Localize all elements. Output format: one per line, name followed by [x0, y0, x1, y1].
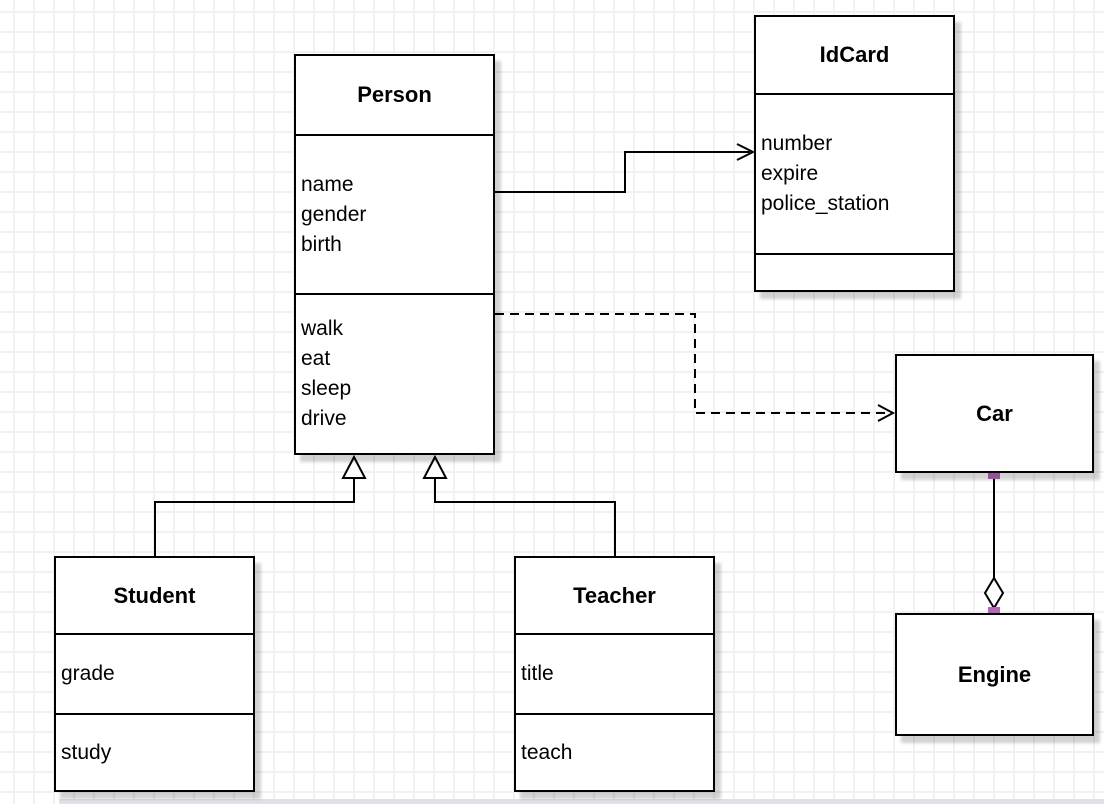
attributes-compartment: title: [516, 633, 713, 713]
methods-compartment: study: [56, 713, 253, 790]
attribute: expire: [761, 162, 819, 185]
method: walk: [301, 317, 344, 340]
attribute: title: [521, 662, 554, 685]
method: sleep: [301, 377, 352, 400]
open-arrowhead-icon: [736, 143, 756, 161]
edge-person-idcard[interactable]: [495, 143, 756, 193]
attribute: grade: [61, 662, 115, 685]
class-title: Teacher: [573, 582, 656, 608]
edge-teacher-person[interactable]: [422, 454, 616, 556]
edge-person-car[interactable]: [495, 313, 896, 422]
class-person[interactable]: Person name gender birth walk eat sleep …: [294, 54, 495, 455]
attribute: gender: [301, 202, 367, 226]
method: teach: [521, 740, 573, 764]
method: study: [61, 740, 112, 764]
hollow-triangle-icon: [422, 454, 448, 479]
attribute: number: [761, 132, 833, 155]
class-title: Engine: [957, 661, 1032, 687]
class-teacher[interactable]: Teacher title teach: [514, 556, 715, 792]
attribute: birth: [301, 232, 342, 256]
aggregation-diamond-icon: [983, 576, 1005, 610]
class-car[interactable]: Car: [895, 354, 1094, 473]
page-bottom-edge: [59, 799, 1104, 804]
class-student[interactable]: Student grade study: [54, 556, 255, 792]
hollow-triangle-icon: [341, 454, 367, 479]
open-arrowhead-icon: [877, 404, 896, 422]
class-title: Person: [357, 82, 432, 107]
edge-student-person[interactable]: [154, 454, 367, 556]
class-title: IdCard: [819, 42, 890, 67]
class-title: Car: [976, 400, 1013, 426]
methods-compartment: [756, 253, 953, 290]
attributes-compartment: grade: [56, 633, 253, 713]
methods-compartment: teach: [516, 713, 713, 790]
class-idcard[interactable]: IdCard number expire police_station: [754, 15, 955, 292]
class-engine[interactable]: Engine: [895, 613, 1094, 736]
class-title: Student: [113, 582, 196, 608]
methods-compartment: walk eat sleep drive: [296, 293, 493, 453]
method: eat: [301, 347, 331, 370]
edge-car-engine[interactable]: [983, 467, 1005, 619]
attributes-compartment: name gender birth: [296, 134, 493, 293]
attributes-compartment: number expire police_station: [756, 93, 953, 253]
attribute: police_station: [761, 192, 890, 215]
method: drive: [301, 407, 347, 430]
attribute: name: [301, 172, 354, 196]
